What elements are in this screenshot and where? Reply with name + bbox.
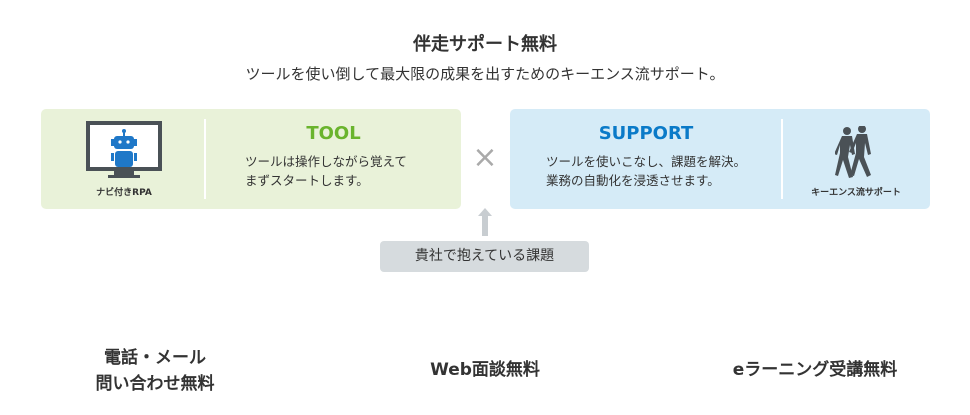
tool-caption: ナビ付きRPA	[96, 188, 152, 198]
support-description: ツールを使いこなし、課題を解決。 業務の自動化を浸透させます。	[546, 152, 746, 190]
tool-heading: TOOL	[306, 123, 361, 144]
times-symbol: ×	[472, 140, 498, 175]
support-panel: SUPPORT ツールを使いこなし、課題を解決。 業務の自動化を浸透させます。 …	[510, 109, 930, 209]
arrow-up-icon	[478, 208, 492, 236]
issue-tag: 貴社で抱えている課題	[380, 241, 589, 272]
tool-description: ツールは操作しながら覚えて まずスタートします。	[245, 152, 407, 190]
web-meeting-free: Web面談無料	[430, 360, 540, 380]
tool-desc-line2: まずスタートします。	[245, 173, 369, 188]
support-desc-line1: ツールを使いこなし、課題を解決。	[546, 154, 747, 169]
tool-desc-line1: ツールは操作しながら覚えて	[245, 154, 407, 169]
phone-line1: 電話・メール	[104, 348, 206, 368]
page-title: 伴走サポート無料	[413, 34, 557, 55]
divider	[204, 119, 206, 199]
divider	[781, 119, 783, 199]
support-caption: キーエンス流サポート	[811, 188, 901, 198]
tool-panel: ナビ付きRPA TOOL ツールは操作しながら覚えて まずスタートします。	[41, 109, 461, 209]
page-subtitle: ツールを使い倒して最大限の成果を出すためのキーエンス流サポート。	[245, 65, 725, 83]
phone-line2: 問い合わせ無料	[95, 374, 215, 394]
elearning-free: eラーニング受講無料	[732, 360, 898, 380]
walking-people-icon	[835, 126, 871, 178]
robot-monitor-icon	[86, 121, 162, 178]
support-desc-line2: 業務の自動化を浸透させます。	[546, 173, 720, 188]
support-heading: SUPPORT	[598, 123, 694, 144]
phone-mail-free: 電話・メール 問い合わせ無料	[50, 345, 260, 397]
